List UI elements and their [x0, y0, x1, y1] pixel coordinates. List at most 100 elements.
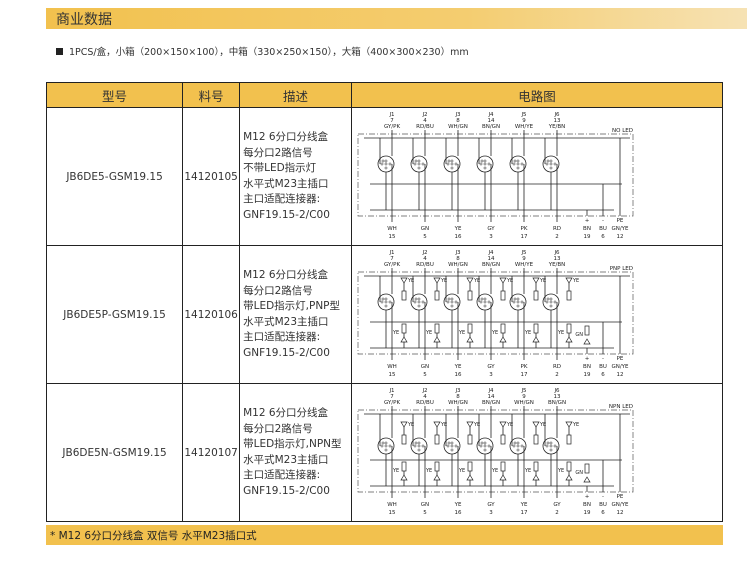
header-diagram: 电路图 [350, 82, 724, 108]
housing-outline [357, 271, 634, 354]
power-led-label: GN [575, 470, 583, 476]
pin-icon [516, 300, 520, 303]
power-sign: PE [617, 494, 624, 500]
pin-icon [417, 444, 421, 447]
desc-line: M12 6分口分线盒 [243, 131, 329, 143]
power-led-icon [583, 475, 591, 482]
pin-icon [545, 300, 549, 303]
pin-number: 8 [456, 256, 460, 262]
pin-number: 13 [553, 256, 560, 262]
output-pin: 16 [454, 234, 461, 240]
pin-icon [487, 300, 491, 303]
m12-connector-icon [509, 155, 527, 172]
led-icon [532, 277, 540, 284]
m12-connector-icon [509, 437, 527, 454]
pin-number: 8 [456, 118, 460, 124]
pin-icon [384, 300, 388, 303]
pin-icon [520, 162, 524, 165]
packaging-note: 1PCS/盒，小箱（200×150×100），中箱（330×250×150），大… [56, 44, 469, 58]
pin-icon [388, 300, 392, 303]
led-icon [565, 277, 573, 284]
led-icon [466, 473, 474, 480]
desc-line: GNF19.15-2/C00 [243, 346, 330, 359]
pin-icon [516, 166, 520, 169]
pin-icon [545, 162, 549, 165]
power-sign: PE [617, 356, 624, 362]
pin-icon [417, 162, 421, 165]
pin-icon [421, 300, 425, 303]
led-icon [466, 335, 474, 342]
power-sign: + [585, 218, 590, 224]
desc-cell: M12 6分口分线盒每分口2路信号不带LED指示灯水平式M23主插口主口适配连接… [239, 107, 352, 246]
pin-icon [487, 444, 491, 447]
led-icon [433, 421, 441, 428]
pin-icon [549, 444, 553, 447]
desc-line: 每分口2路信号 [243, 146, 313, 159]
model-cell: JB6DE5N-GSM19.15 [45, 383, 184, 522]
output-color: RD [553, 226, 561, 232]
output-pin: 3 [489, 372, 493, 378]
port-label: J1 [388, 388, 394, 394]
resistor-icon [401, 434, 407, 444]
led-icon [400, 473, 408, 480]
power-color: BN [583, 502, 591, 508]
output-pin: 15 [388, 372, 395, 378]
pin-icon [487, 162, 491, 165]
pin-icon [447, 441, 451, 444]
desc-line: 主口适配连接器: [243, 469, 321, 481]
desc-line: 主口适配连接器: [243, 331, 321, 343]
m12-connector-icon [509, 293, 527, 310]
header-code: 料号 [182, 82, 241, 108]
led-icon [466, 421, 474, 428]
power-pin: 6 [601, 372, 605, 378]
led-color-label: YE [524, 330, 531, 336]
pin-icon [553, 300, 557, 303]
desc-line: M12 6分口分线盒 [243, 407, 329, 419]
pin-icon [384, 444, 388, 447]
wire-color: WH/GN [514, 400, 534, 406]
pin-icon [446, 162, 450, 165]
pin-icon [516, 448, 520, 451]
model-cell: JB6DE5P-GSM19.15 [45, 245, 184, 384]
desc-line: 水平式M23主插口 [243, 177, 329, 190]
power-sign: - [602, 494, 604, 500]
led-color-label: YE [539, 278, 546, 284]
pin-number: 14 [487, 256, 494, 262]
resistor-icon [566, 323, 572, 333]
output-pin: 17 [520, 234, 527, 240]
led-type-label: PNP LED [610, 266, 633, 272]
pin-icon [479, 300, 483, 303]
pin-icon [546, 441, 550, 444]
desc-cell: M12 6分口分线盒每分口2路信号带LED指示灯,PNP型水平式M23主插口主口… [239, 245, 352, 384]
pin-icon [450, 162, 454, 165]
pin-icon [516, 159, 520, 162]
output-color: PK [521, 226, 528, 232]
wire-color: BN/GN [548, 400, 566, 406]
desc-line: M12 6分口分线盒 [243, 269, 329, 281]
output-color: RD [553, 364, 561, 370]
pin-icon [417, 448, 421, 451]
m12-connector-icon [542, 293, 560, 310]
pin-icon [388, 444, 392, 447]
footer-note-bar: * M12 6分口分线盒 双信号 水平M23插口式 [46, 525, 723, 545]
led-color-label: YE [506, 422, 513, 428]
pin-icon [384, 297, 388, 300]
pin-icon [454, 300, 458, 303]
pin-icon [417, 441, 421, 444]
pin-icon [516, 441, 520, 444]
led-color-label: YE [392, 468, 399, 474]
led-icon [532, 335, 540, 342]
port-label: J5 [520, 388, 527, 394]
resistor-icon [566, 434, 572, 444]
desc-line: 带LED指示灯,PNP型 [243, 300, 341, 312]
desc-line: 每分口2路信号 [243, 422, 313, 435]
pin-icon [512, 300, 516, 303]
section-title-bar: 商业数据 [46, 8, 747, 29]
pin-icon [483, 159, 487, 162]
pin-icon [384, 448, 388, 451]
output-color: GN [421, 226, 429, 232]
pin-icon [454, 162, 458, 165]
pin-icon [483, 444, 487, 447]
